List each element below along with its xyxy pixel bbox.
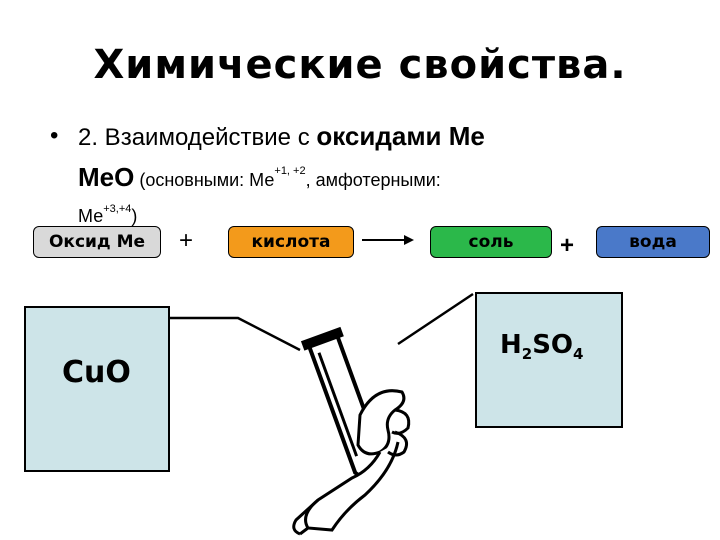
bullet-line-3: Ме+3,+4) <box>78 194 137 234</box>
cuo-label: CuO <box>62 355 131 390</box>
bullet-line-1: 2. Взаимодействие с оксидами Ме <box>78 118 485 156</box>
acid-box: кислота <box>228 226 354 258</box>
basic-charges: +1, +2 <box>274 165 306 177</box>
amph-charges: +3,+4 <box>103 203 132 215</box>
h2so4-label: H2SO4 <box>500 330 584 364</box>
oxides-text: оксидами Ме <box>316 121 485 151</box>
cuo-panel <box>24 306 170 472</box>
basic-prefix-text: (основными: Ме <box>134 170 275 190</box>
plus-sign-1: + <box>179 227 194 254</box>
bullet-dot: • <box>50 122 59 149</box>
h2so4-panel <box>475 292 623 428</box>
bullet-number-text: 2. Взаимодействие с <box>78 124 317 151</box>
meo-text: МеО <box>78 162 135 192</box>
plus-sign-2: + <box>560 232 575 259</box>
me-text: Ме <box>78 206 104 226</box>
salt-box: соль <box>430 226 552 258</box>
reaction-arrow-icon <box>362 235 414 245</box>
amphoteric-text: , амфотерными: <box>305 170 441 190</box>
oxide-box: Оксид Ме <box>33 226 161 258</box>
bullet-line-2: МеО (основными: Ме+1, +2, амфотерными: <box>78 156 441 198</box>
slide-title: Химические свойства. <box>93 42 627 88</box>
water-box: вода <box>596 226 710 258</box>
close-paren: ) <box>131 206 138 226</box>
